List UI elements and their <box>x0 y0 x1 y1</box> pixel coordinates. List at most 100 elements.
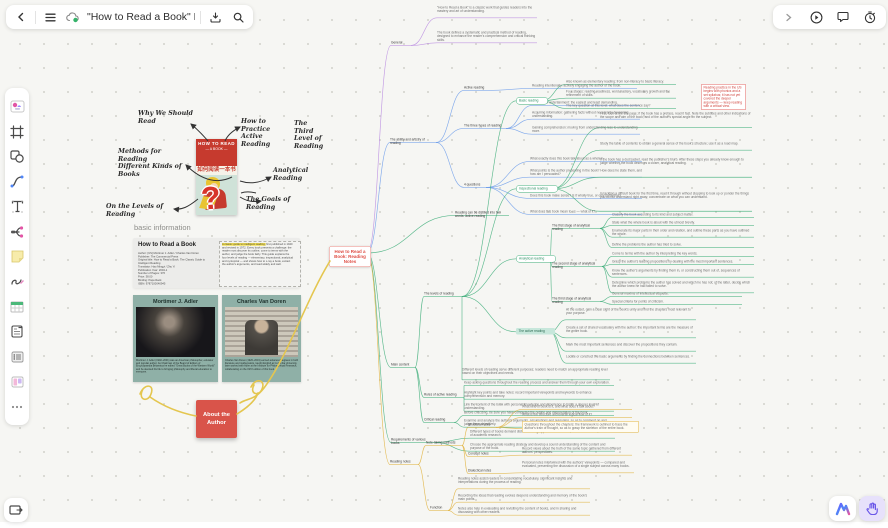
pen-tool[interactable] <box>7 269 27 294</box>
mindmap-node-y1a3[interactable]: Dialectical notes <box>468 469 492 473</box>
sketch-label-goals[interactable]: The Goals of Reading <box>246 196 291 211</box>
mindmap-node-lv2d[interactable]: In tackling a difficult book for the fir… <box>600 192 749 200</box>
author-card-van-doren[interactable]: Charles Van Doren Charles Van Doren (192… <box>222 295 301 382</box>
mindmap-node-y1a1[interactable]: Structural notes <box>468 423 491 427</box>
mindmap-node-b1b1[interactable]: Reading for entertainment: the easiest a… <box>532 101 618 105</box>
mindmap-node-b1c3[interactable]: Does this book make sense? Is it wholly … <box>530 194 622 198</box>
mindmap-node-b1b3[interactable]: Gaining comprehension: moving from under… <box>532 126 638 134</box>
mindmap-node-gr0[interactable]: Reading can be distilled into two words:… <box>455 211 501 219</box>
mindmap-node-lv2c[interactable]: If the book has a dust jacket, read the … <box>600 158 744 166</box>
connector-tool[interactable] <box>7 169 27 194</box>
mindmap-node-lv2b[interactable]: Study the table of contents to obtain a … <box>600 142 739 146</box>
sketch-label-analytical[interactable]: Analytical Reading <box>273 167 309 182</box>
mindmap-node-gr1c1[interactable]: Before criticizing, be sure you have com… <box>464 411 589 415</box>
mindmap-node-g1b[interactable]: The book defines a systematic and practi… <box>437 31 536 42</box>
menu-button[interactable] <box>41 8 59 26</box>
mindmap-node-lv3b4[interactable]: Determine which problems the author has … <box>612 281 751 289</box>
hand-pan-tool-button[interactable] <box>859 496 885 521</box>
mindmap-node-lv1[interactable]: Basic reading <box>516 97 548 105</box>
mindmap-node-y1a1a[interactable]: What kind of book is it, and what does i… <box>522 405 595 409</box>
about-the-author-box[interactable]: About the Author <box>196 400 237 438</box>
mindmap-node-gr1c2[interactable]: Examine and analyze the author's argumen… <box>464 419 607 427</box>
sketch-label-practice-active-reading[interactable]: How to Practice Active Reading <box>241 118 271 148</box>
mindmap-node-lv2a[interactable]: First, look at the title page; if the bo… <box>600 112 751 120</box>
mindmap-node-lv3c[interactable]: The third stage of analytical reading <box>552 297 592 305</box>
mindmap-node-lv3b1[interactable]: Come to terms with the author by interpr… <box>612 252 698 256</box>
mindmap-node-y1a2a[interactable]: Record views about the truth of the same… <box>522 447 622 455</box>
mindmap-node-lv3a2[interactable]: State what the whole book is about with … <box>612 221 695 225</box>
more-tools-button[interactable] <box>7 394 27 419</box>
mindmap-node-lv3b2[interactable]: Grasp the author's leading propositions … <box>612 260 734 264</box>
mindmap-node-lv3a4[interactable]: Define the problems the author has tried… <box>612 243 682 247</box>
frame-tool[interactable] <box>7 119 27 144</box>
mindmap-node-lv3a[interactable]: The first stage of analytical reading <box>552 224 591 232</box>
mindmap-node-b1[interactable]: The ability and artistry of reading <box>390 138 425 146</box>
present-play-button[interactable] <box>807 8 825 26</box>
templates-tool[interactable] <box>7 94 27 119</box>
list-tool[interactable] <box>7 344 27 369</box>
mindmap-node-y1a1c[interactable]: Questions throughout the chapters: the f… <box>522 421 639 433</box>
mindmap-node-lv3b3[interactable]: Know the author's arguments by finding t… <box>612 269 740 277</box>
mindmap-node-gr1[interactable]: Main content <box>391 363 410 367</box>
mindmap-node-lv3a3[interactable]: Enumerate its major parts in their order… <box>612 229 750 237</box>
mindmap-node-lv1c[interactable]: The key question at this level: what doe… <box>566 104 651 108</box>
mindmap-node-b1c2[interactable]: What points is the author presenting in … <box>530 169 642 177</box>
text-tool[interactable] <box>7 194 27 219</box>
cloud-sync-icon[interactable] <box>64 8 82 26</box>
mindmap-node-gr1a0[interactable]: Different levels of reading serve differ… <box>462 368 608 376</box>
ai-assistant-button[interactable] <box>829 496 856 521</box>
timer-button[interactable] <box>861 8 879 26</box>
mindmap-node-y1[interactable]: Reading notes <box>390 460 411 464</box>
mindmap-node-lv3c1[interactable]: General maxims of intellectual etiquette… <box>612 292 669 296</box>
mindmap-node-red1[interactable]: Reading practice in the US begins with p… <box>701 84 746 111</box>
mindmap-node-g1[interactable]: General <box>391 41 403 45</box>
mindmap-node-lv1b[interactable]: Four stages: reading readiness, word mas… <box>566 90 671 98</box>
mindmap-node-y1b1[interactable]: Reading notes assist readers in consolid… <box>458 477 573 485</box>
sketch-label-methods[interactable]: Methods for Reading Different Kinds of B… <box>118 148 182 178</box>
mindmap-node-y1a3a[interactable]: Personal notes intertwined with the auth… <box>522 461 630 469</box>
document-title[interactable]: "How to Read a Book" Re... <box>87 11 195 23</box>
question-mark-sticker[interactable]: ? <box>199 179 222 217</box>
mindmap-node-gr1b2[interactable]: Highlight key points and take notes: rec… <box>464 391 592 399</box>
sketch-label-on-levels[interactable]: On the Levels of Reading <box>106 203 164 218</box>
table-tool[interactable] <box>7 294 27 319</box>
mindmap-node-b1c4[interactable]: What does this book mean to us — what of… <box>530 210 596 214</box>
mindmap-node-b1b[interactable]: The three types of reading <box>464 124 502 128</box>
presentation-frames-button[interactable] <box>4 498 28 522</box>
back-button[interactable] <box>12 8 30 26</box>
search-button[interactable] <box>229 8 247 26</box>
mindmap-node-lv3b[interactable]: The second stage of analytical reading <box>552 262 596 270</box>
mindmap-node-lv4d[interactable]: Locate or construct the basic arguments … <box>566 355 690 359</box>
sketch-label-third-level[interactable]: The Third Level of Reading <box>294 120 324 150</box>
sticky-note-tool[interactable] <box>7 244 27 269</box>
mindmap-node-c0[interactable]: How to Read a Book: Reading Notes <box>329 246 371 267</box>
mindmap-node-b1c1[interactable]: What exactly does this book talk about a… <box>530 157 603 161</box>
author-card-adler[interactable]: Mortimer J. Adler Mortimer J. Adler (190… <box>133 295 218 382</box>
mindmap-node-gr2[interactable]: Requirements of various books <box>391 438 426 446</box>
mindmap-node-b1c[interactable]: 4 questions <box>464 183 481 187</box>
comments-button[interactable] <box>834 8 852 26</box>
mindmap-node-gr1b[interactable]: Rules of active reading <box>424 393 457 397</box>
mindmap-node-lv4[interactable]: The active reading <box>516 328 555 335</box>
mindmap-node-y1b[interactable]: Function <box>430 506 443 510</box>
mindmap-node-b1a1[interactable]: Reading intentionally: actively engaging… <box>532 84 621 88</box>
mindmap-node-lv2[interactable]: Inspectional reading <box>516 185 558 193</box>
document-tool[interactable] <box>7 319 27 344</box>
mindmap-node-gr1c[interactable]: Critical reading <box>424 418 446 422</box>
mindmap-node-lv1a[interactable]: Also known as elementary reading: from n… <box>566 80 664 84</box>
mindmap-node-lv3c2[interactable]: Special criteria for points of criticism… <box>612 300 664 304</box>
mindmap-node-lv4a[interactable]: At the outset, gain a clear sight of the… <box>566 308 691 316</box>
mindmap-node-lv3a1[interactable]: Classify the book according to its kind … <box>612 213 694 217</box>
mindmap-node-lv4b[interactable]: Create a set of shared vocabulary with t… <box>566 326 693 334</box>
mindmap-node-y1b3[interactable]: Notes also help in evaluating and revisi… <box>458 507 577 515</box>
mindmap-node-y1a1b[interactable]: What is the structure and overall logica… <box>522 413 593 417</box>
mindmap-node-b1a[interactable]: Active reading <box>464 86 485 90</box>
mindmap-node-gr2b[interactable]: Choose the appropriate reading strategy … <box>470 443 606 451</box>
mindmap-node-lv3[interactable]: Analytical reading <box>516 255 556 263</box>
kanban-tool[interactable] <box>7 369 27 394</box>
sketch-label-why-we-should-read[interactable]: Why We Should Read <box>138 110 193 125</box>
shapes-tool[interactable] <box>7 144 27 169</box>
mindmap-tool[interactable] <box>7 219 27 244</box>
mindmap-node-gr1b1[interactable]: Keep asking questions throughout the rea… <box>464 381 610 385</box>
